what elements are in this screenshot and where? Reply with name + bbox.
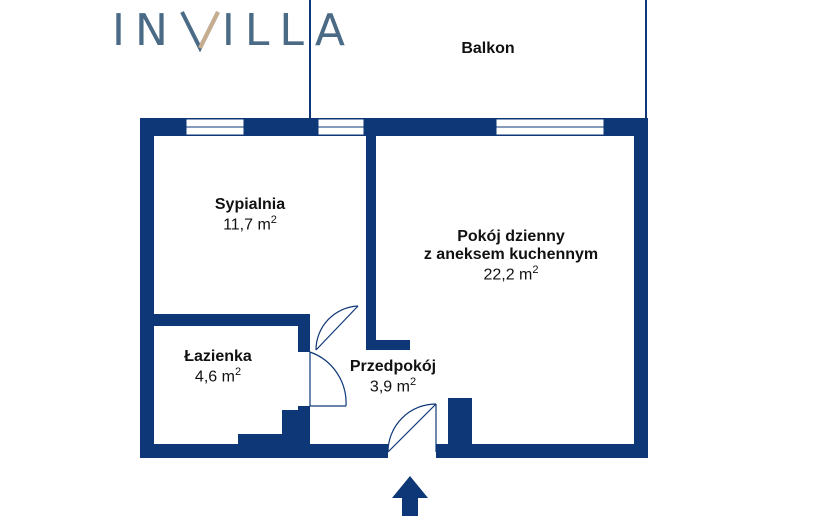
room-balkon: Balkon [440,40,536,58]
room-name-line2: z aneksem kuchennym [423,246,599,263]
room-name: Sypialnia [214,196,286,213]
doors [309,305,437,453]
room-name: Balkon [461,40,515,57]
room-name: Łazienka [184,348,252,365]
room-area: 3,9 m2 [369,376,417,396]
logo-text-illa: ILLA [221,4,356,56]
logo-v-icon [180,11,220,52]
room-pokoj-dzienny: Pokój dzienny z aneksem kuchennym 22,2 m… [406,228,616,284]
room-name-line1: Pokój dzienny [457,228,565,245]
logo-text-in: IN [112,4,178,56]
walls [140,118,648,458]
room-area: 4,6 m2 [194,366,242,386]
room-area: 22,2 m2 [483,264,539,284]
room-area: 11,7 m2 [223,214,277,234]
balcony-outline [309,0,647,118]
room-name: Przedpokój [349,358,437,375]
windows [185,118,605,136]
room-lazienka: Łazienka 4,6 m2 [168,348,268,386]
room-przedpokoj: Przedpokój 3,9 m2 [338,358,448,396]
entrance-arrow-icon [392,476,428,516]
brand-logo: IN ILLA [112,4,356,56]
room-sypialnia: Sypialnia 11,7 m2 [190,196,310,234]
